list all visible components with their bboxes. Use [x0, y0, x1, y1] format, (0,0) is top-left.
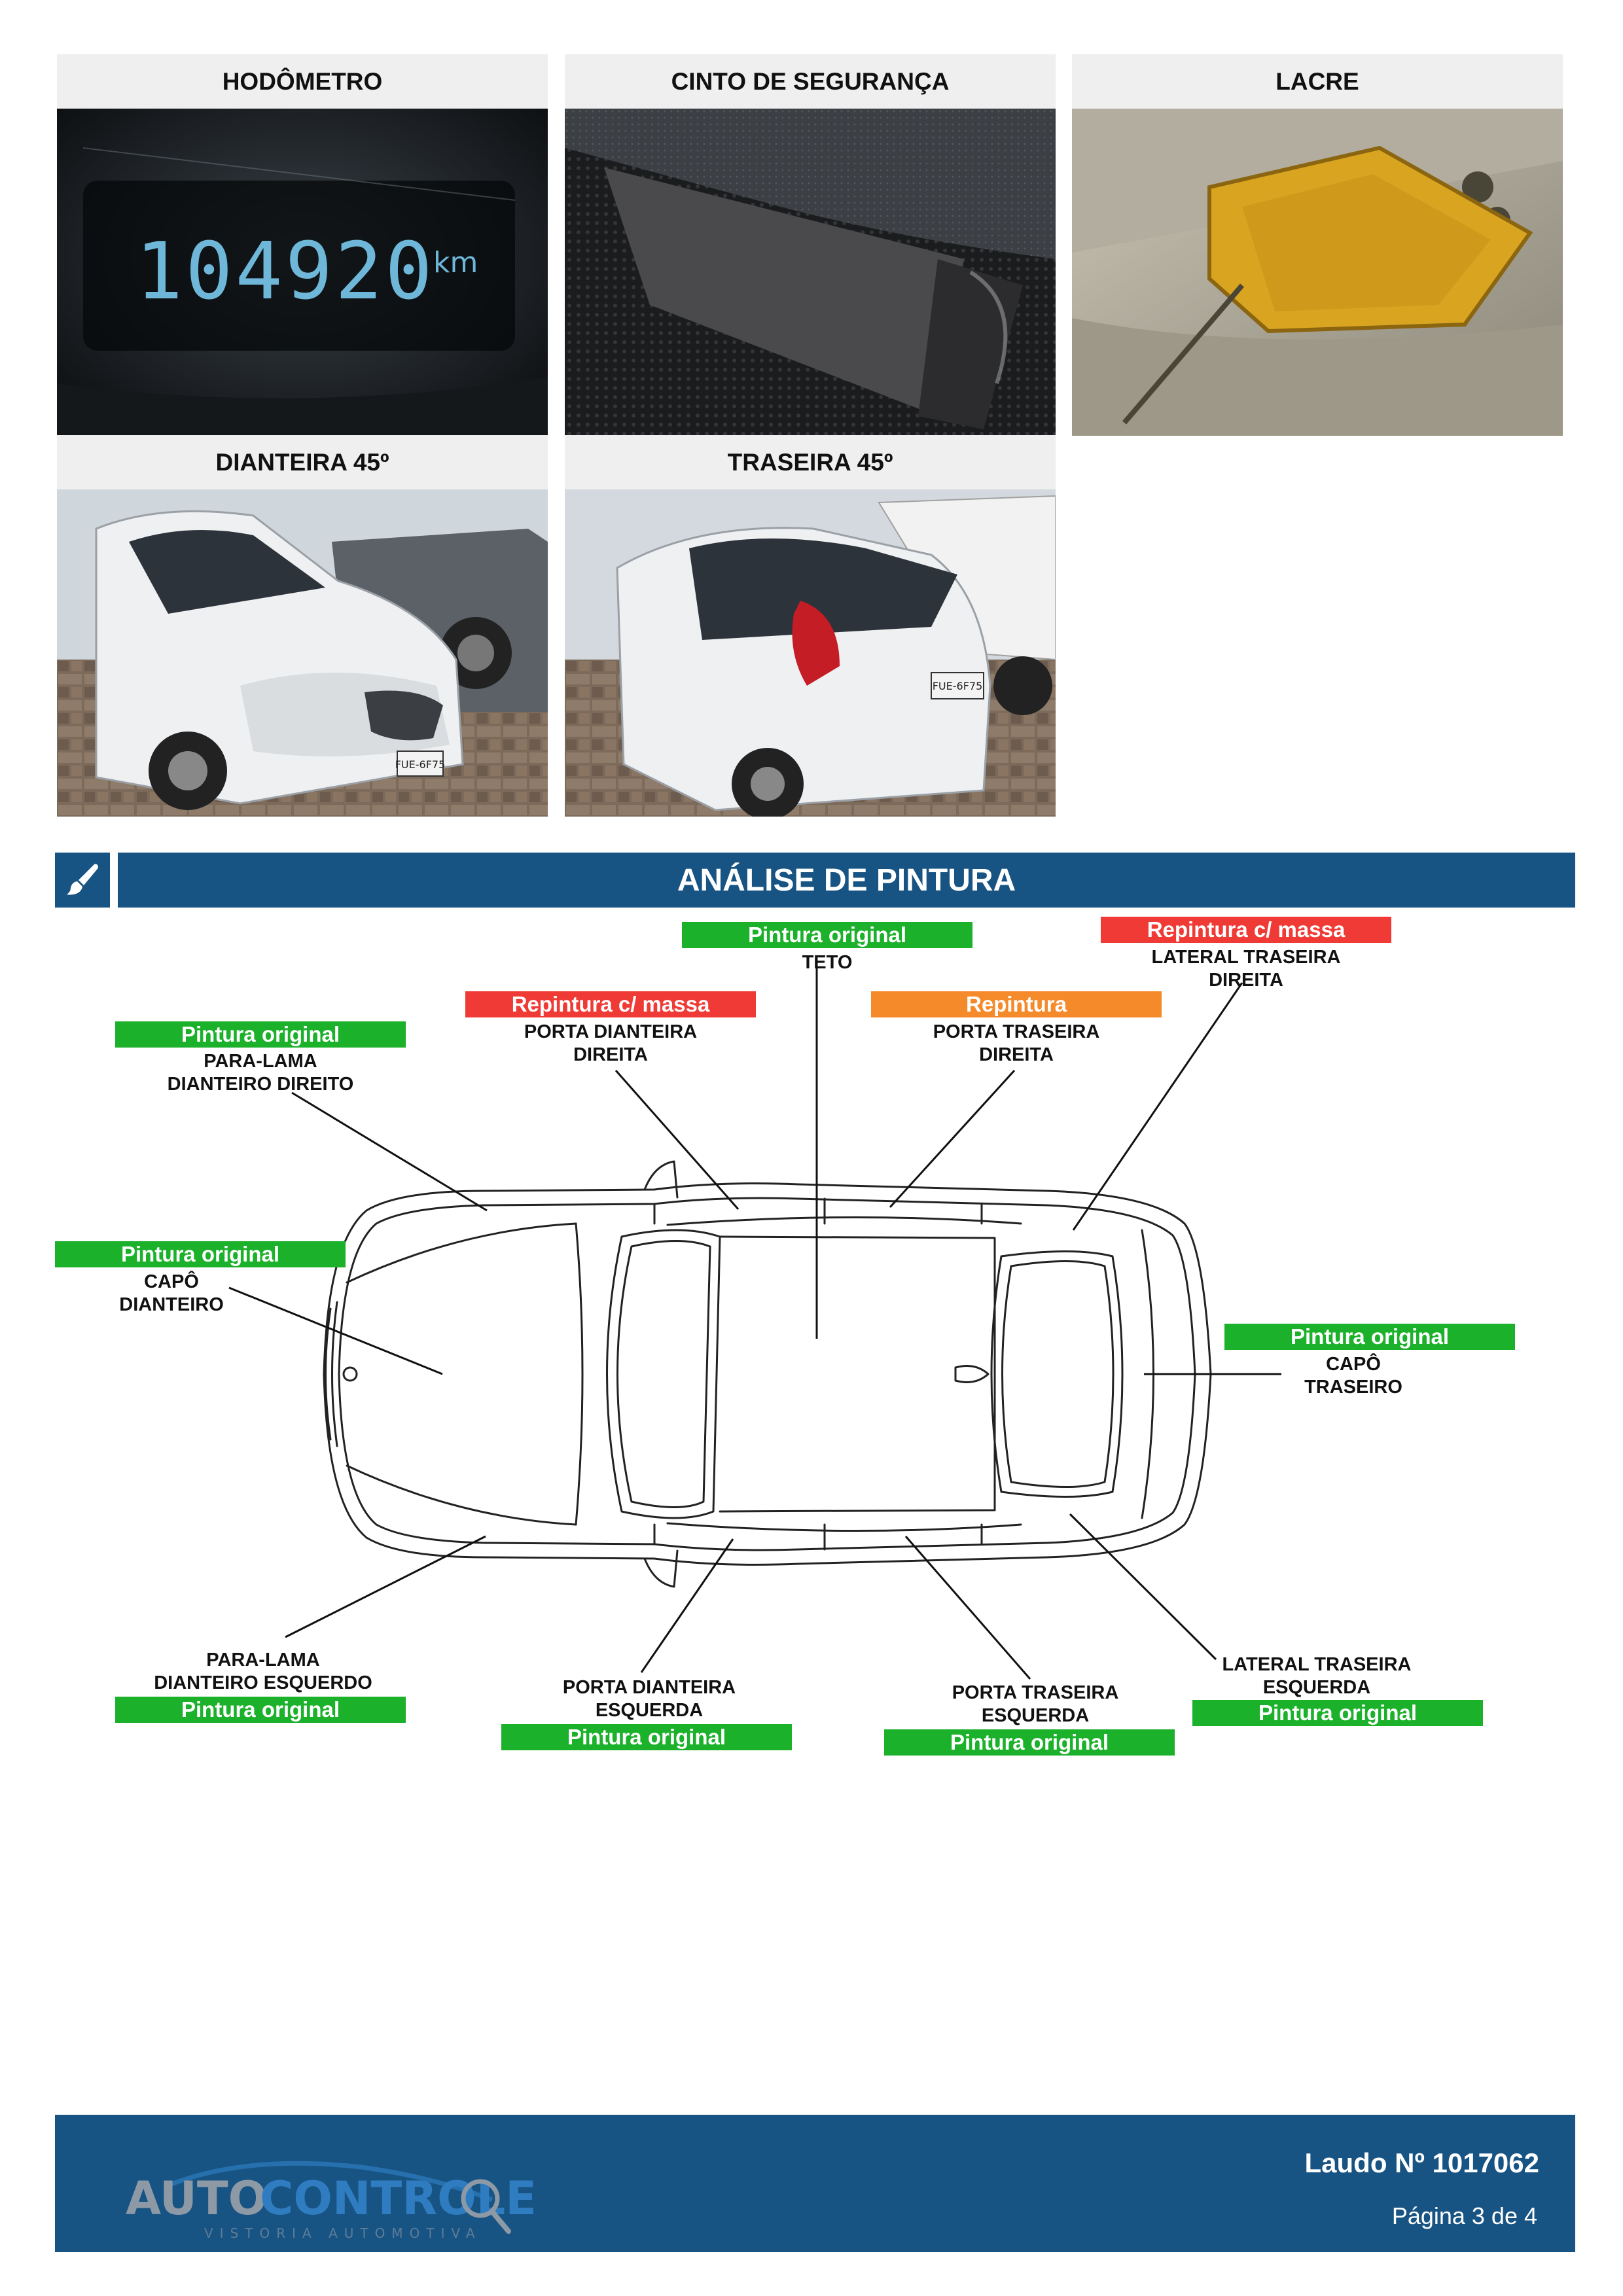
status-badge-porta-dianteira-direita: Repintura c/ massa	[465, 991, 756, 1017]
seatbelt-photo	[565, 109, 1056, 436]
photo-title: CINTO DE SEGURANÇA	[565, 54, 1056, 109]
status-badge-lateral-traseira-direita: Repintura c/ massa	[1101, 917, 1391, 943]
page-number: Página 3 de 4	[1391, 2202, 1537, 2229]
status-badge-teto: Pintura original	[682, 922, 972, 948]
photo-title: LACRE	[1072, 54, 1563, 109]
photo-dianteira: DIANTEIRA 45º FUE-6F75	[57, 435, 548, 817]
rear-45-photo: FUE-6F75	[565, 489, 1056, 817]
magnifier-icon	[461, 2179, 511, 2234]
photo-hodometro: HODÔMETRO 104920 km	[57, 54, 548, 436]
status-badge-capo-traseiro: Pintura original	[1224, 1324, 1515, 1350]
status-badge-porta-traseira-direita: Repintura	[871, 991, 1162, 1017]
brand-word-2: CONTROLE	[260, 2172, 537, 2225]
status-badge-capo-dianteiro: Pintura original	[55, 1241, 346, 1267]
license-plate: FUE-6F75	[395, 758, 446, 771]
brand-word-1: AUTO	[126, 2172, 267, 2225]
auto-controle-logo: AUTO CONTROLE VISTORIA AUTOMOTIVA	[126, 2161, 551, 2246]
photo-lacre: LACRE	[1072, 54, 1563, 436]
photo-title: TRASEIRA 45º	[565, 435, 1056, 489]
page-footer: AUTO CONTROLE VISTORIA AUTOMOTIVA Laudo …	[55, 2115, 1575, 2252]
status-badge-lateral-traseira-esquerda: Pintura original	[1192, 1700, 1483, 1726]
photo-title: HODÔMETRO	[57, 54, 548, 109]
section-title: ANÁLISE DE PINTURA	[118, 853, 1575, 908]
status-badge-para-lama-dianteiro-esquerdo: Pintura original	[115, 1697, 406, 1723]
odometer-unit: km	[433, 246, 478, 279]
odometer-reading: 104920	[135, 226, 435, 317]
laudo-number: Laudo Nº 1017062	[1304, 2147, 1540, 2178]
seal-photo	[1072, 109, 1563, 436]
license-plate: FUE-6F75	[933, 680, 983, 692]
front-45-photo: FUE-6F75	[57, 489, 548, 817]
photo-title: DIANTEIRA 45º	[57, 435, 548, 489]
status-badge-porta-traseira-esquerda: Pintura original	[884, 1729, 1175, 1756]
car-top-view	[228, 959, 1281, 1680]
status-badge-porta-dianteira-esquerda: Pintura original	[501, 1724, 792, 1750]
brand-tagline: VISTORIA AUTOMOTIVA	[204, 2225, 482, 2241]
part-label-teto: TETO	[802, 952, 853, 973]
status-badge-para-lama-dianteiro-direito: Pintura original	[115, 1021, 406, 1048]
odometer-photo: 104920 km	[57, 109, 548, 436]
paint-analysis-diagram: Pintura original TETO Repintura c/ massa…	[0, 916, 1623, 1786]
photo-cinto: CINTO DE SEGURANÇA	[565, 54, 1056, 436]
photo-traseira: TRASEIRA 45º FUE-6F75	[565, 435, 1056, 817]
paint-brush-icon	[55, 853, 110, 908]
